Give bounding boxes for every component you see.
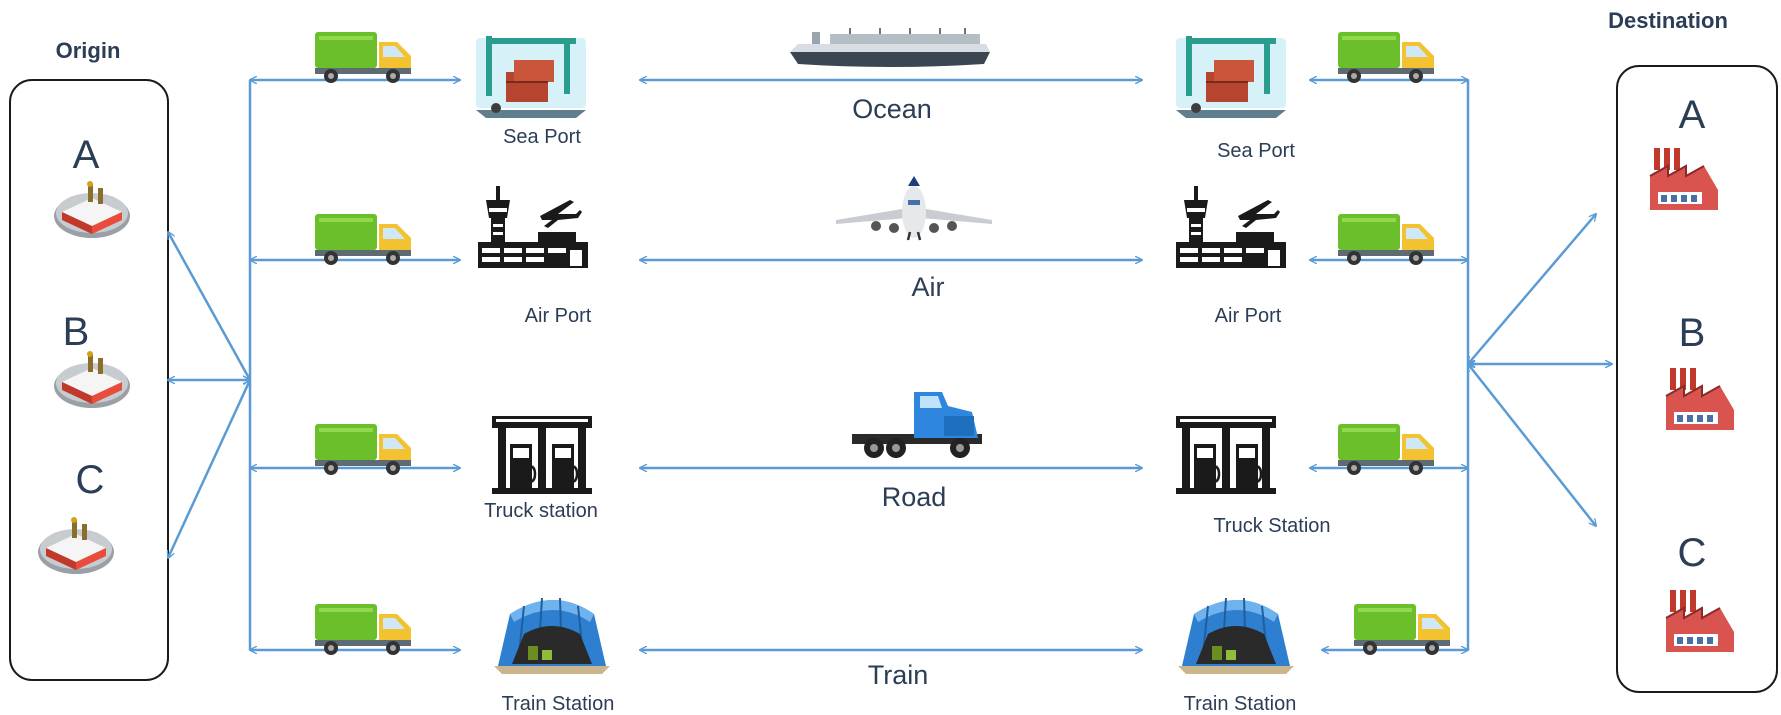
destination-airport-icon	[1176, 186, 1286, 268]
destination-hub-label: Air Port	[1215, 305, 1282, 327]
origin-hub-label: Train Station	[502, 693, 615, 715]
mode-row-train: Train Station Train Train Station	[250, 597, 1468, 715]
origin-connectors	[168, 80, 250, 650]
origin-site-a-label: A	[73, 133, 100, 177]
mode-label-train: Train	[868, 660, 929, 690]
destination-train-station-icon	[1177, 597, 1295, 675]
destination-site-a-label: A	[1679, 93, 1706, 137]
destination-truck-icon	[1338, 32, 1434, 83]
origin-hub-label: Air Port	[525, 305, 592, 327]
mode-label-ocean: Ocean	[852, 94, 932, 124]
origin-title: Origin	[56, 38, 121, 63]
origin-train-station-icon	[493, 597, 611, 675]
destination-hub-label: Sea Port	[1217, 140, 1295, 162]
origin-truck-icon	[315, 32, 411, 83]
mode-row-road: Truck station Road Truck Station	[250, 392, 1468, 537]
ship-icon	[789, 27, 991, 68]
destination-truck-icon	[1338, 214, 1434, 265]
origin-site-c-label: C	[76, 458, 105, 502]
origin-truck-icon	[315, 214, 411, 265]
origin-sea-port-icon	[475, 35, 587, 119]
mode-row-ocean: Sea Port Ocean Sea Port	[250, 27, 1468, 162]
destination-hub-label: Train Station	[1184, 693, 1297, 715]
origin-truck-station-icon	[490, 414, 594, 496]
origin-hub-label: Truck station	[484, 500, 598, 522]
origin-truck-icon	[315, 604, 411, 655]
mode-label-air: Air	[912, 272, 945, 302]
destination-panel	[1616, 65, 1778, 693]
origin-hub-label: Sea Port	[503, 126, 581, 148]
destination-hub-label: Truck Station	[1213, 515, 1330, 537]
truck-tractor-icon	[852, 392, 982, 458]
destination-site-c-label: C	[1678, 531, 1707, 575]
origin-site-b-label: B	[63, 310, 90, 354]
destination-site-b-label: B	[1679, 311, 1706, 355]
destination-truck-station-icon	[1174, 414, 1278, 496]
airplane-icon	[834, 174, 994, 242]
mode-row-air: Air Port Air Air Port	[250, 174, 1468, 327]
destination-title: Destination	[1608, 8, 1728, 33]
destination-truck-icon	[1354, 604, 1450, 655]
destination-connectors	[1468, 80, 1612, 650]
origin-airport-icon	[478, 186, 588, 268]
mode-label-road: Road	[882, 482, 947, 512]
destination-sea-port-icon	[1175, 35, 1287, 119]
